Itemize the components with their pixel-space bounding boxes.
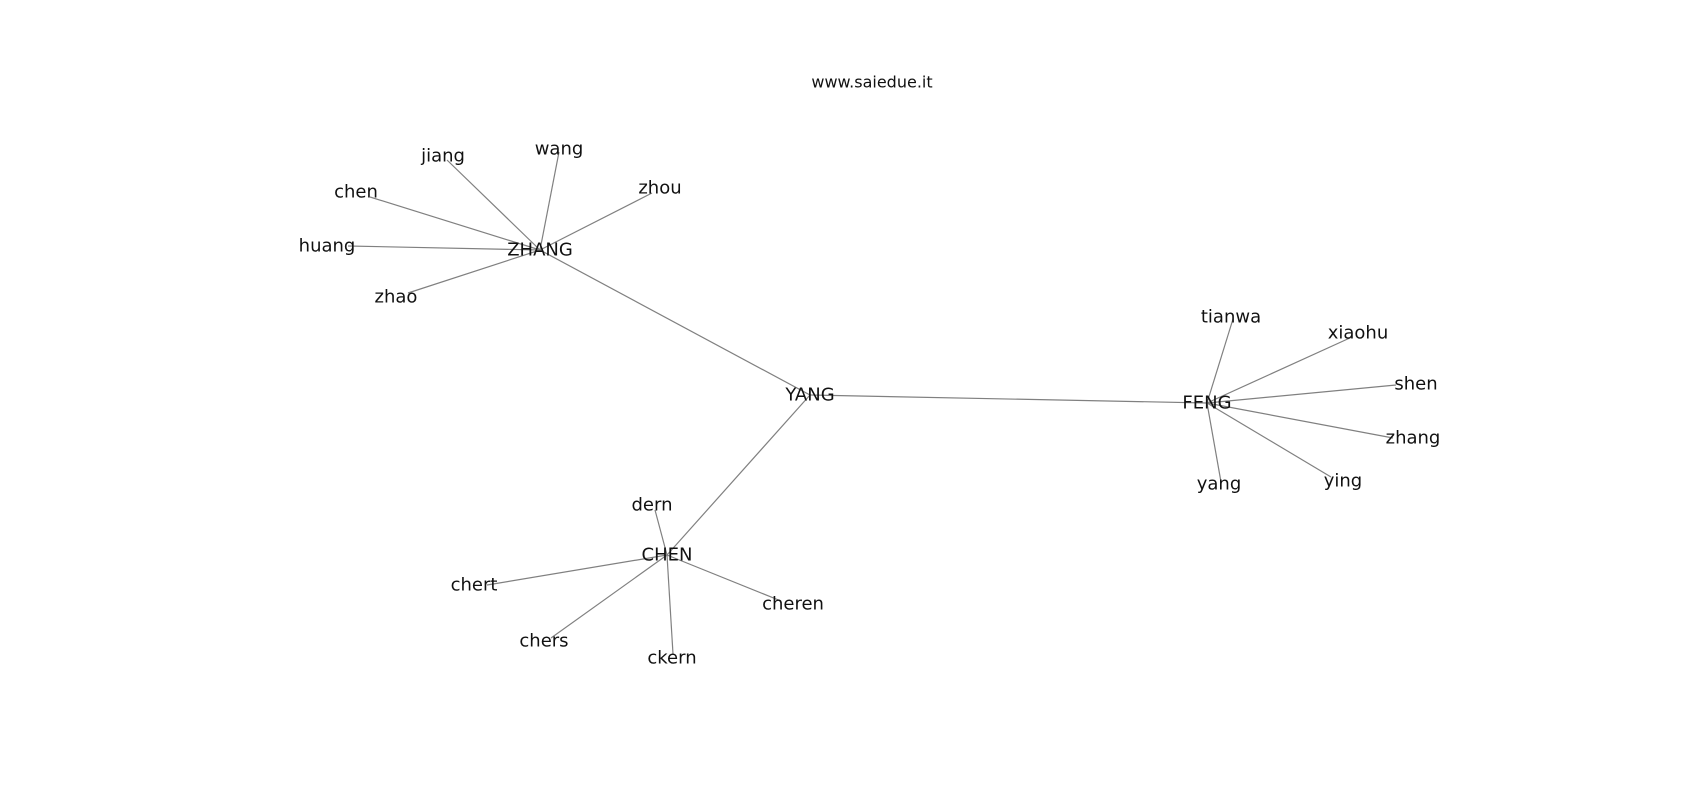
leaf-node-ckern-19: ckern: [647, 648, 696, 669]
edge-feng-xiaohu: [1206, 336, 1353, 404]
edge-feng-zhang: [1206, 402, 1394, 439]
edge-feng-tianwa: [1206, 318, 1234, 404]
edge-feng-ying: [1206, 402, 1332, 478]
edge-zhang-chen: [369, 196, 541, 251]
leaf-node-cheren-20: cheren: [762, 594, 824, 615]
leaf-node-chen-7: chen: [334, 182, 378, 203]
leaf-node-dern-16: dern: [632, 495, 673, 516]
edge-chen-ckern: [666, 554, 674, 655]
leaf-node-ying-14: ying: [1324, 471, 1363, 492]
edge-yang-zhang: [539, 249, 811, 396]
edge-chen-cheren: [666, 554, 782, 602]
leaf-node-tianwa-10: tianwa: [1201, 307, 1261, 328]
hub-node-feng: FENG: [1182, 393, 1231, 414]
edge-chen-chert: [486, 554, 668, 586]
leaf-node-zhao-9: zhao: [375, 287, 418, 308]
leaf-node-jiang-4: jiang: [420, 146, 465, 167]
leaf-node-huang-8: huang: [299, 236, 356, 257]
edge-yang-chen: [666, 394, 811, 556]
edge-feng-shen: [1206, 384, 1397, 404]
edge-zhang-wang: [539, 151, 560, 251]
leaf-node-chers-18: chers: [519, 631, 568, 652]
nodes-layer: YANG ZHANG FENG CHEN jiang wang zhou chen huang z…: [299, 139, 1441, 669]
leaf-node-chert-17: chert: [451, 575, 498, 596]
edge-yang-feng: [809, 394, 1208, 404]
hub-node-yang: YANG: [784, 385, 834, 406]
leaf-node-zhou-6: zhou: [638, 178, 681, 199]
edge-zhang-zhou: [539, 192, 653, 251]
edge-zhang-huang: [347, 245, 541, 251]
leaf-node-yang-15: yang: [1197, 474, 1242, 495]
leaf-node-zhang-13: zhang: [1386, 428, 1441, 449]
leaf-node-shen-12: shen: [1394, 374, 1437, 395]
hub-node-chen: CHEN: [642, 545, 693, 566]
edge-feng-yang: [1206, 402, 1222, 483]
leaf-node-wang-5: wang: [535, 139, 584, 160]
site-title: www.saiedue.it: [811, 73, 932, 92]
edges-layer: [347, 151, 1397, 655]
leaf-node-xiaohu-11: xiaohu: [1328, 323, 1389, 344]
edge-zhang-zhao: [407, 249, 541, 294]
edge-zhang-jiang: [446, 159, 541, 251]
hub-node-zhang: ZHANG: [507, 240, 573, 261]
edge-chen-chers: [550, 554, 668, 639]
edge-chen-dern: [654, 509, 668, 556]
